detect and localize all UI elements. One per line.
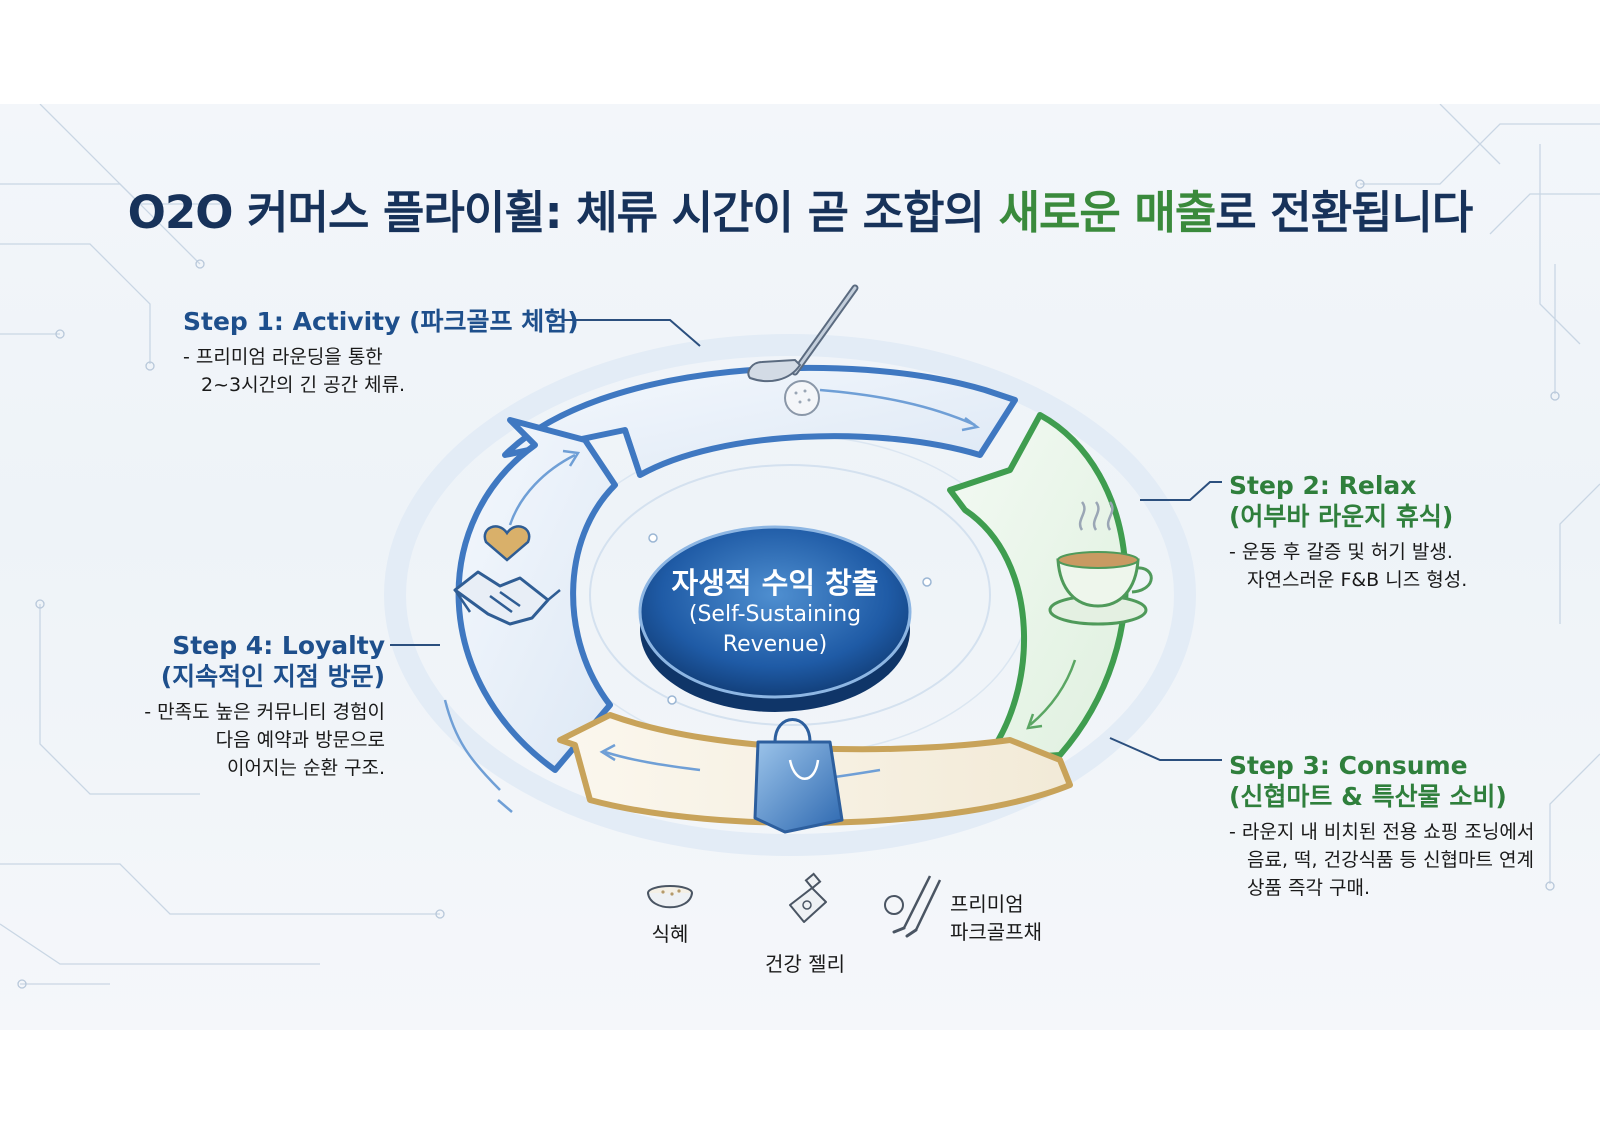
center-subtitle-line1: (Self-Sustaining: [688, 602, 862, 627]
step-3-desc-line3: 상품 즉각 구매.: [1247, 877, 1370, 899]
arrow-segment-activity: [502, 364, 1018, 478]
center-subtitle-line2: Revenue): [722, 632, 828, 657]
step-4-desc-line1: - 만족도 높은 커뮤니티 경험이: [144, 701, 385, 723]
step-3-title-line1: Step 3: Consume: [1229, 751, 1468, 780]
step-3-title-line2: (신협마트 & 특산물 소비): [1229, 782, 1507, 811]
center-title: 자생적 수익 창출: [671, 566, 879, 600]
step-2-title-line1: Step 2: Relax: [1229, 471, 1417, 500]
leader-line-step3: [1109, 737, 1222, 761]
step-1-desc-line1: - 프리미엄 라운딩을 통한: [183, 346, 383, 368]
step-4-title-line1: Step 4: Loyalty: [172, 631, 385, 660]
inner-ring: [589, 464, 991, 726]
jelly-pouch-icon: [789, 872, 827, 923]
golf-club-and-ball-icon: [747, 284, 859, 416]
leader-line-step2: [1140, 481, 1222, 501]
step-2-desc-line2: 자연스러운 F&B 니즈 형성.: [1247, 569, 1468, 591]
handshake-heart-icon: [453, 525, 561, 626]
step-4-block: Step 4: Loyalty (지속적인 지점 방문) - 만족도 높은 커뮤…: [40, 630, 385, 782]
rice-bowl-icon: [647, 885, 693, 909]
step-2-block: Step 2: Relax (어부바 라운지 휴식) - 운동 후 갈증 및 허…: [1229, 470, 1467, 594]
page-title: O2O 커머스 플라이휠: 체류 시간이 곧 조합의 새로운 매출로 전환됩니다: [0, 176, 1600, 241]
golf-clubs-icon: [884, 875, 942, 938]
glow-ring: [384, 334, 1196, 856]
step-3-desc-line1: - 라운지 내 비치된 전용 쇼핑 조닝에서: [1229, 821, 1535, 843]
step-3-desc-line2: 음료, 떡, 건강식품 등 신협마트 연계: [1247, 849, 1534, 871]
step-1-block: Step 1: Activity (파크골프 체험) - 프리미엄 라운딩을 통…: [183, 306, 579, 399]
product-label-jelly: 건강 젤리: [765, 952, 845, 976]
step-2-desc-line1: - 운동 후 갈증 및 허기 발생.: [1229, 541, 1453, 563]
flow-arrows: [443, 388, 980, 813]
step-4-desc-line3: 이어지는 순환 구조.: [227, 757, 385, 779]
title-part1: O2O 커머스 플라이휠: 체류 시간이 곧 조합의: [127, 186, 999, 239]
title-part2: 로 전환됩니다: [1215, 186, 1473, 239]
product-label-golf-clubs: 프리미엄 파크골프채: [950, 892, 1042, 944]
shopping-bag-icon: [753, 718, 844, 834]
step-4-desc-line2: 다음 예약과 방문으로: [215, 729, 385, 751]
step-2-title-line2: (어부바 라운지 휴식): [1229, 502, 1454, 531]
step-4-title-line2: (지속적인 지점 방문): [160, 662, 385, 691]
background-circuit-lines: [0, 104, 1600, 989]
step-3-block: Step 3: Consume (신협마트 & 특산물 소비) - 라운지 내 …: [1229, 750, 1534, 902]
leader-line-step1: [563, 319, 701, 347]
flow-arrows-green: [1026, 659, 1077, 730]
product-label-sikhye: 식혜: [651, 922, 689, 946]
title-highlight: 새로운 매출: [998, 186, 1217, 239]
step-1-desc-line2: 2~3시간의 긴 공간 체류.: [201, 374, 406, 396]
center-disc: [638, 525, 912, 699]
coffee-cup-icon: [1048, 501, 1153, 626]
step-1-title: Step 1: Activity (파크골프 체험): [183, 307, 579, 336]
